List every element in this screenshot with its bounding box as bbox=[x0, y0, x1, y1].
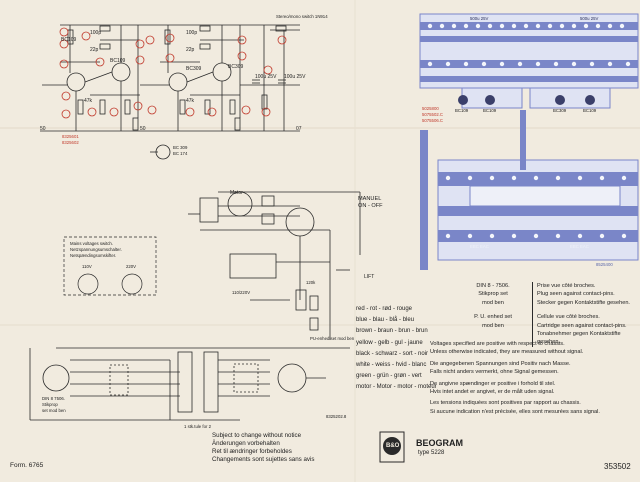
amp-board-id-1: 8325601 bbox=[62, 134, 79, 139]
connector-wiring bbox=[29, 347, 350, 421]
pcb-code-2: 5075502.C bbox=[422, 112, 444, 117]
brand-name: BEOGRAM bbox=[416, 438, 463, 448]
amp-transistor-4: BC309 bbox=[228, 64, 244, 70]
colour-row: black - schwarz - sort - noir bbox=[356, 350, 429, 357]
mains-220v: 220V bbox=[126, 264, 137, 269]
bo-logo-mark bbox=[379, 431, 405, 463]
amp-transistor-1: BC109 bbox=[61, 37, 77, 43]
voltage-label: 110/220V bbox=[232, 290, 251, 295]
mains-title-1: Mains voltages switch. bbox=[70, 241, 113, 246]
amp-cap-5: 22p bbox=[186, 47, 195, 53]
test-point-markers bbox=[59, 27, 287, 119]
amplifier-schematic bbox=[40, 24, 300, 160]
amp-transistor-3: BC309 bbox=[186, 66, 202, 72]
amp-cap-4: 100p bbox=[186, 30, 198, 36]
colour-row: white - weiss - hvid - blanc bbox=[356, 362, 427, 369]
din-legend-left: DIN 8 - 7506. Stikprop set mod ben P. U.… bbox=[474, 283, 512, 329]
voltage-notes: Voltages specified are positive with res… bbox=[430, 341, 600, 415]
pcb-side-label-2: EBC EAC bbox=[570, 244, 589, 249]
pcb-transistor-label-2: BC109 bbox=[483, 108, 497, 113]
pcb-transistor-label-1: BC109 bbox=[455, 108, 469, 113]
amp-bc174-label: BC 174 bbox=[173, 151, 188, 156]
pcb-code-1: 5025800 bbox=[422, 106, 439, 111]
pcb-pads bbox=[427, 23, 631, 239]
bo-logo-text: B&O bbox=[386, 443, 400, 449]
amp-transistor-2: BC109 bbox=[110, 58, 126, 64]
connector-board-code: 8325202.8 bbox=[326, 414, 347, 419]
din-label-3: set mod ben bbox=[42, 408, 66, 413]
pu-label: PU-enhed set mod ben bbox=[310, 336, 355, 341]
colour-row: green - grün - grøn - vert bbox=[356, 373, 422, 380]
amp-pin-right: 07 bbox=[296, 126, 302, 132]
colour-row: blue - blau - blå - bleu bbox=[356, 317, 415, 324]
motor-label: Motor bbox=[230, 190, 243, 196]
din-label-1: DIN 8 7506. bbox=[42, 396, 65, 401]
document-number: 353502 bbox=[604, 462, 631, 471]
amp-bc309-label: BC 309 bbox=[173, 145, 188, 150]
pcb-transistor-label-4: BC109 bbox=[583, 108, 597, 113]
colour-row: red - rot - rød - rouge bbox=[356, 306, 413, 312]
pcb-transistors bbox=[458, 95, 595, 105]
brand-type: type 5228 bbox=[418, 450, 445, 456]
pcb-bottom-label: 8525400 bbox=[596, 262, 613, 267]
colour-row: yellow - gelb - gul - jaune bbox=[356, 339, 423, 346]
form-number: Form. 6765 bbox=[10, 462, 44, 469]
amp-cap-1: 100p bbox=[90, 30, 102, 36]
amp-res-2: 47k bbox=[186, 98, 195, 104]
amp-cap-7: 100u 25V bbox=[284, 74, 306, 80]
amp-cap-2: 22p bbox=[90, 47, 99, 53]
power-wiring bbox=[188, 191, 361, 340]
colour-row: brown - braun - brun - brun bbox=[356, 328, 428, 335]
pcb-layout bbox=[419, 13, 639, 270]
mains-title-3: Netspændingsomskifter. bbox=[70, 253, 117, 258]
din-legend-right: Prise vue côté broches. Plug seen agains… bbox=[532, 282, 640, 347]
mains-110v: 110V bbox=[82, 264, 92, 269]
lift-resistor-label: 120k bbox=[306, 280, 316, 285]
mains-switch-box bbox=[63, 236, 157, 296]
pins-note: 1 stk.tule for 2 bbox=[184, 424, 211, 429]
pcb-code-3: 5075506.C bbox=[422, 118, 444, 123]
amp-board-id-2: 8325602 bbox=[62, 140, 79, 145]
lift-label: LIFT bbox=[364, 274, 375, 280]
amp-res-1: 47k bbox=[84, 98, 93, 104]
mains-title-2: Netzspannungsumschalter. bbox=[70, 247, 122, 252]
colour-row: motor - Motor - motor - moteur bbox=[356, 384, 437, 391]
pcb-transistor-label-3: BC309 bbox=[553, 108, 567, 113]
din-label-2: Stikprop bbox=[42, 402, 58, 407]
amp-pin-mid: 50 bbox=[140, 126, 146, 132]
pcb-top-label-2: 500u 25V bbox=[580, 16, 599, 21]
amp-pin-left: 50 bbox=[40, 126, 46, 132]
manual-switch-label: MANUEL ON - OFF bbox=[358, 196, 383, 209]
colour-code-list: red - rot - rød - rouge blue - blau - bl… bbox=[356, 304, 437, 394]
change-notice: Subject to change without notice Änderun… bbox=[212, 432, 315, 463]
amp-mute-note: Stereo/mono switch 1N914 bbox=[276, 14, 328, 19]
pcb-side-label-1: EBC EAC bbox=[470, 244, 489, 249]
amp-cap-6: 100u 25V bbox=[255, 74, 277, 80]
pcb-top-label-1: 500u 25V bbox=[470, 16, 489, 21]
